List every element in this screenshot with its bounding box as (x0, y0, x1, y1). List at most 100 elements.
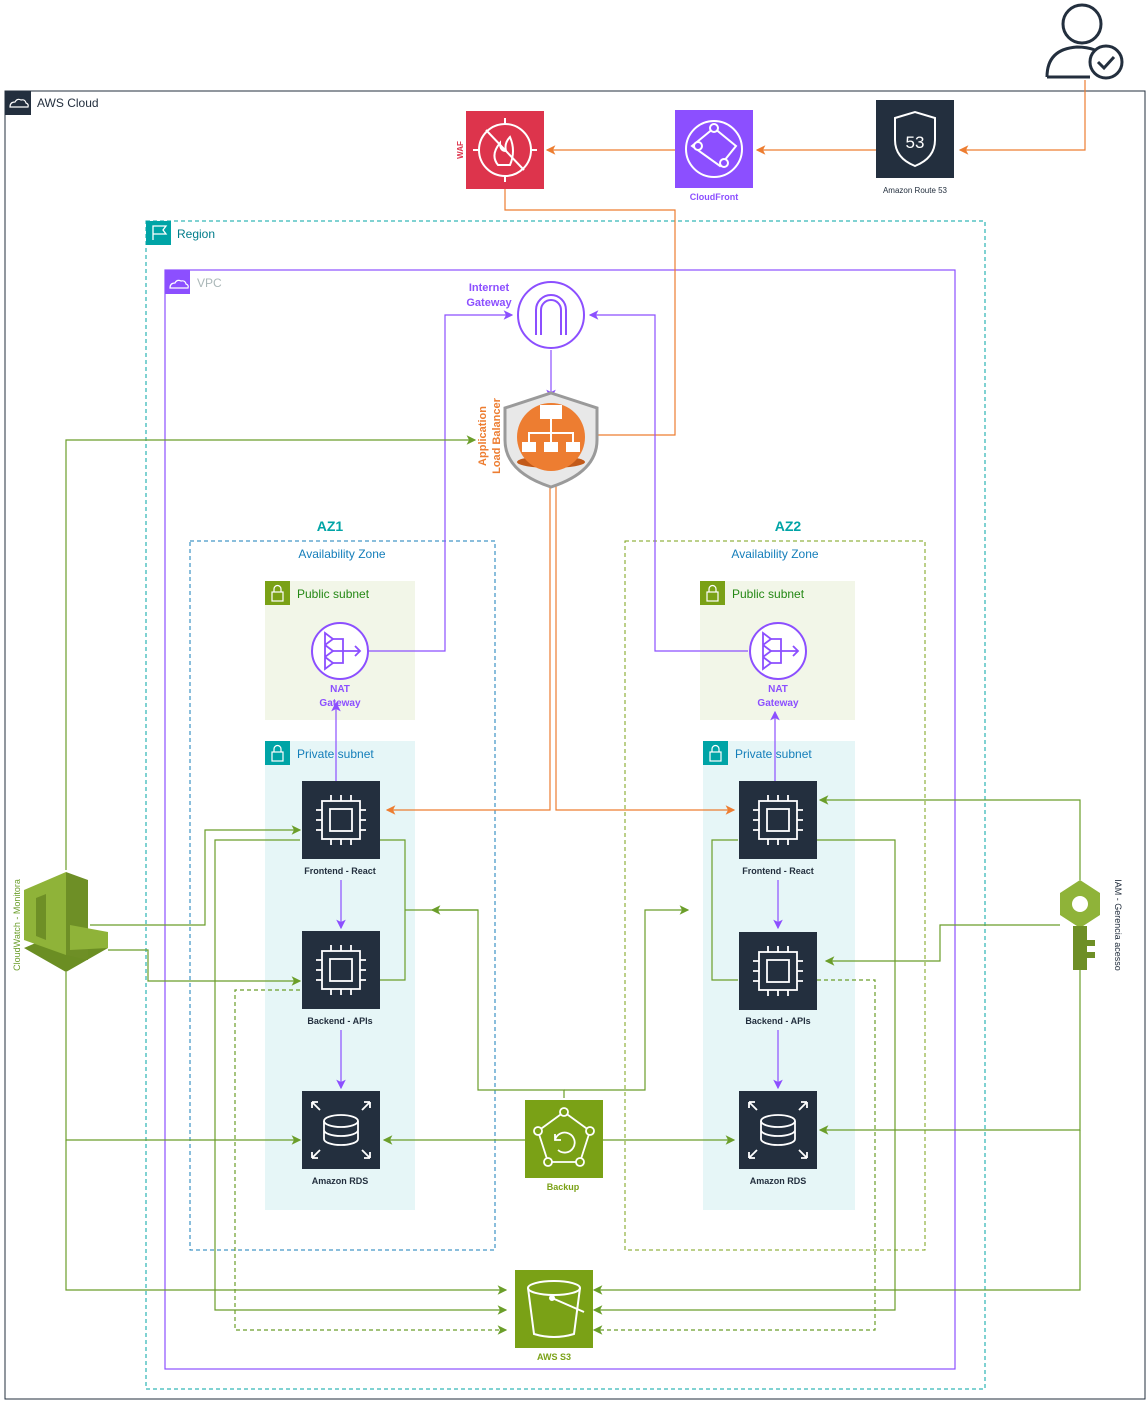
frontend2-label: Frontend - React (742, 866, 814, 876)
public-subnet-1-label: Public subnet (297, 587, 370, 601)
cloudfront-node[interactable]: CloudFront (675, 110, 753, 202)
nat-icon (324, 631, 362, 671)
backend2-label: Backend - APIs (745, 1016, 810, 1026)
edge-backup-az2 (564, 905, 690, 1091)
edge-backend1-s3 (234, 989, 508, 1335)
rds2-node[interactable]: Amazon RDS (739, 1091, 817, 1186)
edge-backup-az1 (430, 905, 565, 1098)
lock-icon (709, 744, 722, 762)
svg-text:53: 53 (906, 133, 925, 152)
lock-icon (706, 584, 719, 602)
rds1-node[interactable]: Amazon RDS (302, 1091, 380, 1186)
ec2-chip-icon (753, 795, 803, 845)
az1-container: AZ1 Availability Zone (189, 518, 496, 1251)
az1-title: AZ1 (317, 518, 344, 534)
edge-frontend2-s3 (592, 839, 896, 1315)
backend1-label: Backend - APIs (307, 1016, 372, 1026)
shield-53-icon (894, 110, 936, 168)
edge-cw-backend1 (108, 949, 302, 986)
internet-gateway-node[interactable]: Internet Gateway (466, 281, 585, 349)
aws-cloud-label: AWS Cloud (37, 96, 99, 110)
edge-cw-alb (65, 435, 477, 870)
edge-iam-rds2 (818, 965, 1081, 1135)
edge-iam-s3 (592, 1130, 1081, 1295)
edge-cw-frontend1 (90, 825, 302, 926)
iam-node[interactable]: IAM - Gerencia acesso (1060, 879, 1123, 971)
nat2-label-2: Gateway (757, 698, 799, 709)
az1-subtitle: Availability Zone (298, 547, 385, 561)
ec2-chip-icon (753, 946, 803, 996)
backup-icon (533, 1107, 595, 1167)
backup-label: Backup (547, 1182, 580, 1192)
route53-node[interactable]: 53 Amazon Route 53 (876, 100, 954, 195)
region-label: Region (177, 227, 215, 241)
vpc-container: VPC (164, 269, 956, 1370)
vpc-label: VPC (197, 276, 222, 290)
private-subnet-2-label: Private subnet (735, 747, 812, 761)
user-icon (1045, 3, 1124, 80)
flag-icon (152, 225, 168, 240)
edge-iam-frontend2 (818, 795, 1081, 880)
edge-nat1-igw (368, 310, 514, 652)
route53-label: Amazon Route 53 (883, 186, 948, 195)
edge-alb-frontend1 (385, 485, 551, 815)
edge-frontend1-s3 (214, 839, 508, 1315)
nat-gateway-2-node[interactable]: NAT Gateway (749, 622, 807, 709)
iam-label: IAM - Gerencia acesso (1113, 879, 1123, 971)
cloudfront-icon (685, 120, 743, 178)
rds1-label: Amazon RDS (312, 1176, 369, 1186)
hierarchy-icon (522, 405, 580, 452)
lock-icon (271, 584, 284, 602)
alb-label-1: Application (477, 406, 489, 466)
region-container: Region (145, 220, 986, 1390)
firewall-icon (473, 118, 537, 182)
vpc-cloud-icon (169, 279, 189, 289)
az2-subtitle: Availability Zone (731, 547, 818, 561)
s3-label: AWS S3 (537, 1352, 571, 1362)
ec2-chip-icon (316, 945, 366, 995)
frontend1-node[interactable]: Frontend - React (302, 781, 380, 876)
frontend1-label: Frontend - React (304, 866, 376, 876)
igw-label-2: Gateway (466, 297, 512, 309)
connectors (65, 80, 1086, 1335)
public-subnet-2-label: Public subnet (732, 587, 805, 601)
az2-container: AZ2 Availability Zone (624, 518, 926, 1251)
bucket-icon (527, 1280, 585, 1338)
alb-label-2: Load Balancer (491, 397, 503, 474)
backend2-node[interactable]: Backend - APIs (739, 932, 817, 1026)
ec2-chip-icon (316, 795, 366, 845)
nat1-label-1: NAT (330, 684, 350, 695)
edge-backend2-s3 (592, 979, 876, 1335)
lock-icon (271, 744, 284, 762)
nat-gateway-1-node[interactable]: NAT Gateway (311, 622, 369, 709)
database-icon (748, 1101, 808, 1159)
edge-nat2-igw (588, 310, 748, 652)
cloudfront-label: CloudFront (690, 192, 739, 202)
edge-waf-alb (504, 189, 676, 440)
az2-title: AZ2 (775, 518, 802, 534)
backup-node[interactable]: Backup (525, 1100, 603, 1192)
cloudwatch-label: CloudWatch - Monitora (12, 879, 22, 971)
edge-cw-s3 (65, 1140, 508, 1295)
nat-icon (762, 631, 800, 671)
backend1-node[interactable]: Backend - APIs (302, 931, 380, 1026)
aws-cloud-container: AWS Cloud (4, 90, 1146, 1400)
nat2-label-1: NAT (768, 684, 788, 695)
edge-iam-backend2 (824, 924, 1060, 966)
cloudwatch-node[interactable]: CloudWatch - Monitora (12, 872, 108, 972)
edge-az2-loop (711, 839, 738, 981)
edge-cw-rds1 (65, 972, 302, 1145)
frontend2-node[interactable]: Frontend - React (739, 781, 817, 876)
s3-node[interactable]: AWS S3 (515, 1270, 593, 1362)
nat1-label-2: Gateway (319, 698, 361, 709)
edge-user-route53 (958, 80, 1086, 155)
waf-node[interactable]: WAF (456, 111, 544, 189)
igw-label-1: Internet (469, 282, 510, 294)
cloud-icon (9, 98, 29, 108)
waf-label: WAF (456, 141, 465, 159)
rds2-label: Amazon RDS (750, 1176, 807, 1186)
alb-node[interactable]: Application Load Balancer (477, 391, 599, 489)
database-icon (311, 1101, 371, 1159)
gateway-arch-icon (535, 294, 567, 335)
